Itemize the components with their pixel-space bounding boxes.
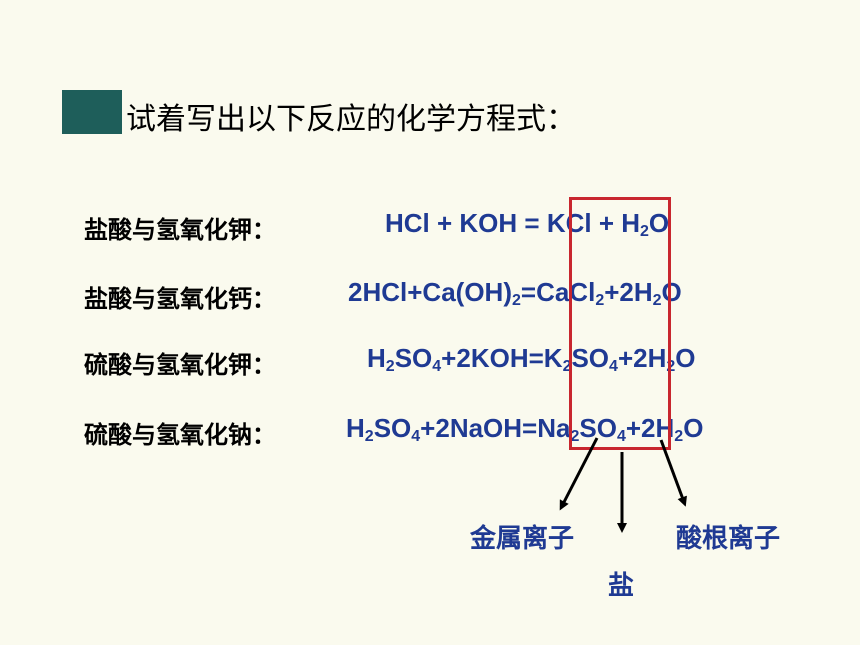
page-title: 试着写出以下反应的化学方程式： bbox=[126, 102, 576, 137]
label-acid-radical-ion: 酸根离子 bbox=[676, 524, 781, 554]
reaction-name-1: 盐酸与氢氧化钾： bbox=[84, 216, 276, 244]
reaction-name-4: 硫酸与氢氧化钠： bbox=[84, 421, 276, 449]
reaction-name-2: 盐酸与氢氧化钙： bbox=[84, 285, 276, 313]
label-metal-ion: 金属离子 bbox=[470, 524, 575, 554]
title-accent-block bbox=[62, 90, 122, 134]
label-salt: 盐 bbox=[608, 571, 635, 601]
reaction-name-3: 硫酸与氢氧化钾： bbox=[84, 351, 276, 379]
arrow-metal-ion bbox=[559, 437, 599, 511]
equation-4: H2SO4+2NaOH=Na2SO4+2H2O bbox=[346, 413, 704, 445]
arrow-acid-radical bbox=[659, 439, 687, 507]
salt-highlight-box bbox=[569, 197, 671, 450]
equation-1: HCl + KOH = KCl + H2O bbox=[385, 208, 670, 240]
equation-2: 2HCl+Ca(OH)2=CaCl2+2H2O bbox=[348, 277, 682, 309]
